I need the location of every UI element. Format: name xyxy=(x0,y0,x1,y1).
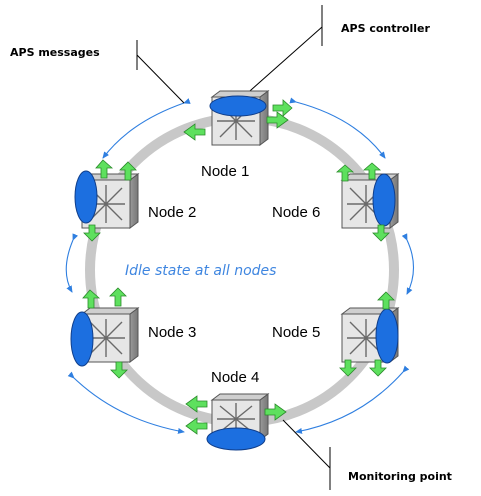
ring-state-text: Idle state at all nodes xyxy=(125,263,276,279)
port-arrow-icon xyxy=(185,417,208,435)
monitoring-point-callout: Monitoring point xyxy=(348,470,452,483)
aps-controller-ellipse xyxy=(206,427,266,451)
node-5: Node 5 xyxy=(272,291,400,377)
aps-controller-ellipse xyxy=(70,311,94,367)
port-arrow-icon xyxy=(339,359,357,377)
aps-controller-ellipse xyxy=(209,95,267,117)
port-arrow-icon xyxy=(372,224,390,242)
switch-side xyxy=(129,307,139,363)
port-arrow-icon xyxy=(82,289,101,309)
node-label: Node 3 xyxy=(148,324,196,341)
node-2: Node 2 xyxy=(74,159,196,242)
port-arrow-icon xyxy=(119,161,137,181)
switch-top xyxy=(80,307,140,315)
aps-messages-callout: APS messages xyxy=(10,46,100,59)
aps-controller-ellipse xyxy=(74,170,98,224)
port-arrow-icon xyxy=(185,395,208,413)
crossbar-icon xyxy=(217,102,255,140)
monitoring-point-leader-diag xyxy=(282,419,331,469)
node-4: Node 4 xyxy=(185,369,287,451)
aps-arrow-5-4 xyxy=(295,365,410,434)
port-arrow-icon xyxy=(369,359,387,377)
crossbar-icon xyxy=(87,185,125,223)
port-arrow-icon xyxy=(83,224,101,242)
node-1: Node 1 xyxy=(183,90,293,180)
port-arrow-icon xyxy=(109,287,127,307)
aps-controller-callout: APS controller xyxy=(341,22,430,35)
node-label: Node 5 xyxy=(272,324,320,341)
crossbar-icon xyxy=(347,185,385,223)
aps-arrow-1-6 xyxy=(289,97,386,159)
port-arrow-icon xyxy=(110,361,128,379)
port-arrow-icon xyxy=(264,403,287,421)
crossbar-icon xyxy=(347,319,385,357)
aps-controller-ellipse xyxy=(372,173,396,227)
port-arrow-icon xyxy=(266,111,289,129)
port-arrow-icon xyxy=(95,159,114,179)
node-label: Node 4 xyxy=(211,369,259,386)
callout-leaders xyxy=(136,5,331,490)
aps-arrow-3-4 xyxy=(67,371,185,434)
port-arrow-icon xyxy=(362,162,382,180)
port-arrow-icon xyxy=(183,123,206,141)
node-label: Node 1 xyxy=(201,163,249,180)
node-6: Node 6 xyxy=(272,162,400,242)
port-arrow-icon xyxy=(272,99,293,117)
switch-side xyxy=(129,173,139,229)
aps-messages-leader-diag xyxy=(136,54,185,104)
port-arrow-icon xyxy=(377,291,395,310)
aps-message-arrows xyxy=(65,97,415,434)
crossbar-icon xyxy=(87,319,125,357)
node-label: Node 2 xyxy=(148,204,196,221)
switch-top xyxy=(210,393,270,401)
node-3: Node 3 xyxy=(70,287,196,379)
crossbar-icon xyxy=(217,403,255,436)
aps-arrow-6-5 xyxy=(401,233,415,295)
node-label: Node 6 xyxy=(272,204,320,221)
aps-arrow-2-3 xyxy=(65,233,79,293)
aps-controller-ellipse xyxy=(375,308,399,364)
aps-arrow-1-2 xyxy=(102,98,191,159)
aps-controller-leader-diag xyxy=(241,26,323,99)
port-arrow-icon xyxy=(335,164,355,182)
